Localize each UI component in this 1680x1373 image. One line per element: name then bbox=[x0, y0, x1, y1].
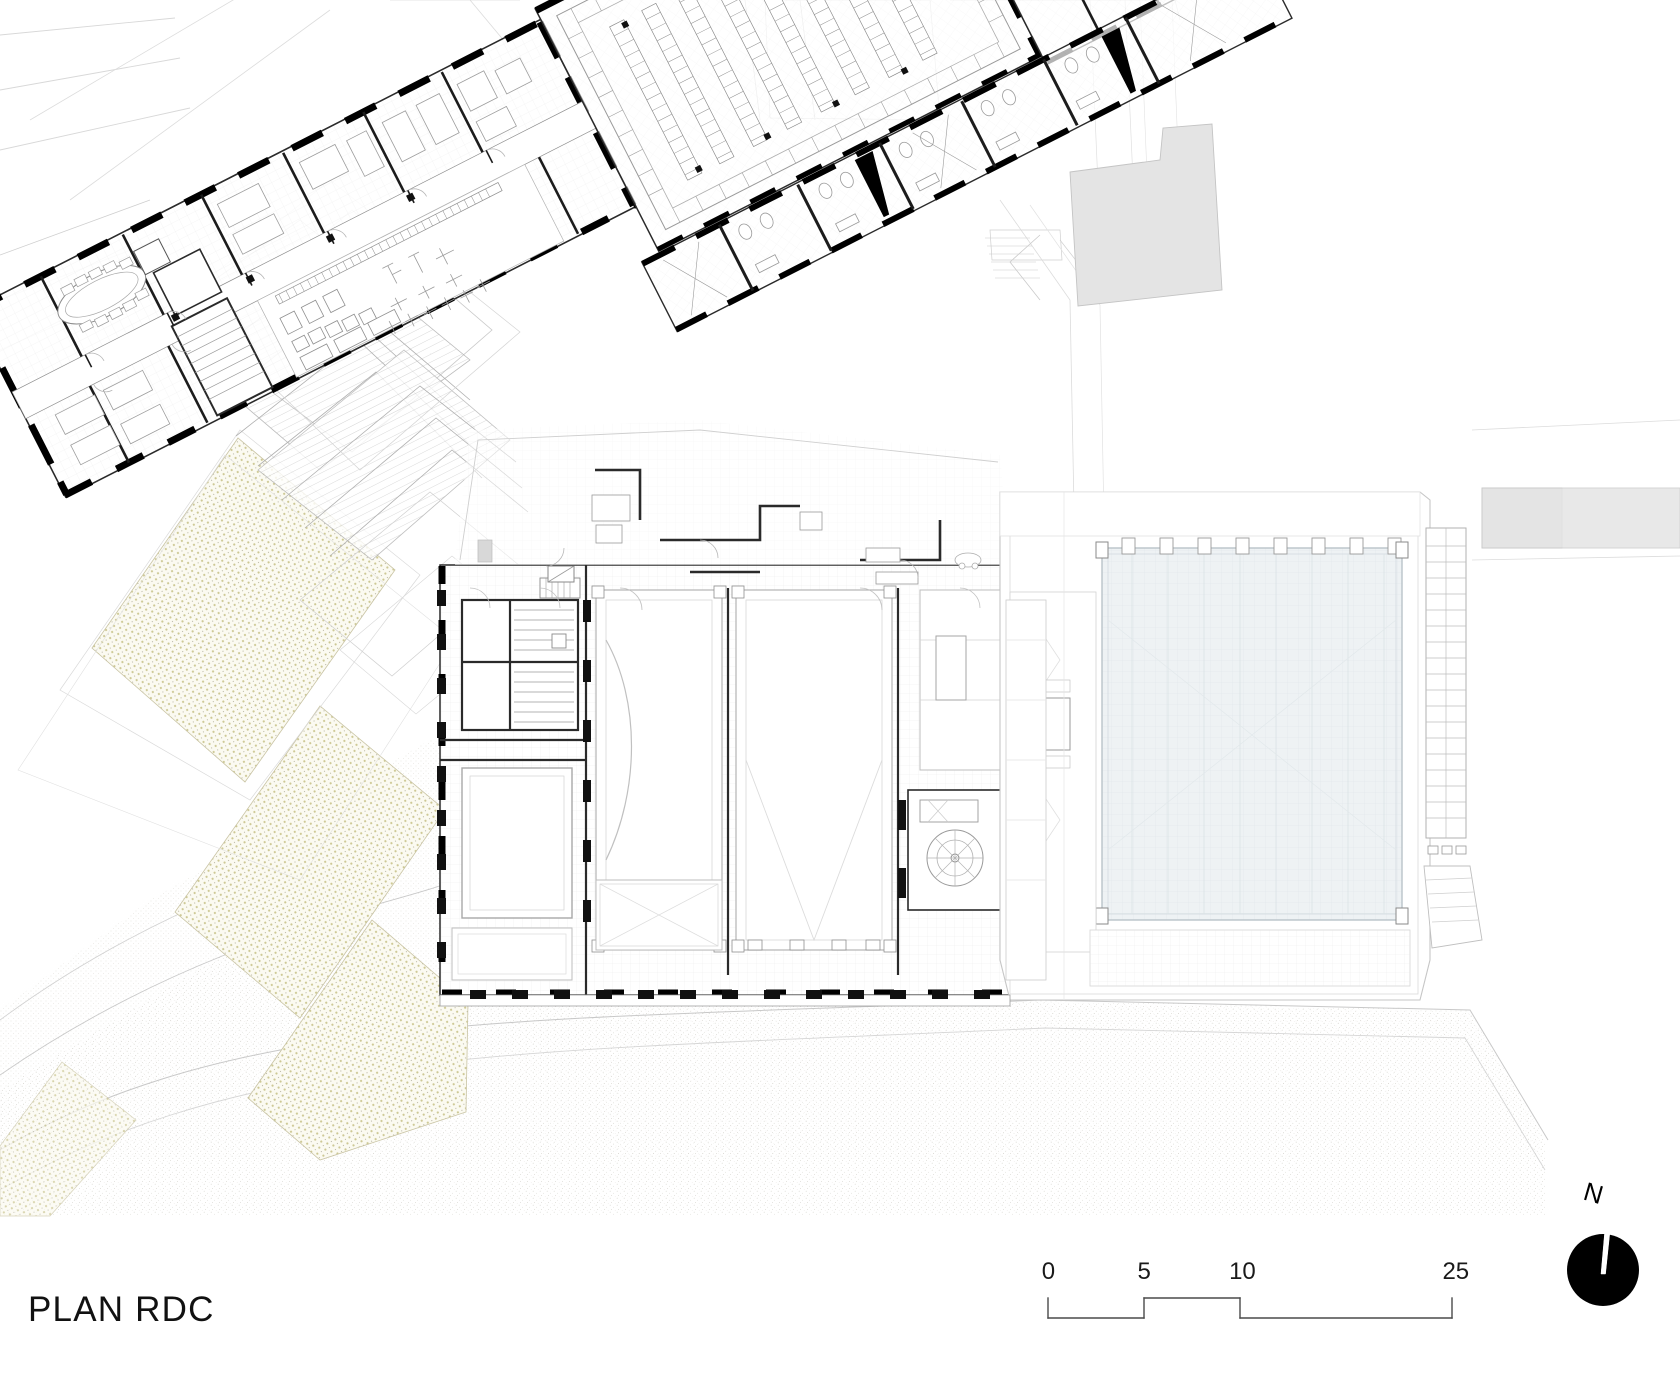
service-core bbox=[460, 577, 581, 732]
rooflight-boxes bbox=[1121, 537, 1402, 555]
sports-hall bbox=[999, 491, 1483, 1001]
neighbour-buildings bbox=[1069, 123, 1680, 549]
library-reading-room bbox=[534, 0, 1043, 253]
plant-room bbox=[907, 789, 1009, 911]
north-arrow-icon bbox=[1567, 1199, 1639, 1306]
workshop-equipment bbox=[256, 163, 565, 378]
north-rotated-wing bbox=[0, 18, 638, 499]
scale-label-10: 10 bbox=[1229, 1258, 1256, 1285]
wing-stair-core bbox=[132, 238, 274, 417]
page-title: PLAN RDC bbox=[28, 1290, 215, 1329]
scale-bar-graphic bbox=[1047, 1297, 1453, 1319]
office-furniture bbox=[54, 57, 533, 466]
reading-desk-rows bbox=[609, 0, 938, 181]
scale-label-5: 5 bbox=[1137, 1258, 1151, 1285]
diagonal-link-strip bbox=[640, 0, 1293, 333]
scale-bar: 0 5 10 25 bbox=[1040, 1258, 1469, 1328]
entrance-hall bbox=[455, 420, 1010, 585]
meeting-room-table bbox=[57, 256, 150, 333]
vehicle-symbol bbox=[954, 552, 982, 570]
planting-beds bbox=[0, 437, 469, 1217]
scale-label-0: 0 bbox=[1041, 1258, 1056, 1285]
east-stair-tower bbox=[1423, 527, 1483, 949]
patio-courtyard bbox=[451, 767, 573, 981]
central-main-block bbox=[438, 564, 1041, 997]
scale-label-25: 25 bbox=[1442, 1258, 1470, 1285]
site-landscape bbox=[0, 0, 1680, 1217]
north-arrow: N bbox=[1560, 1176, 1646, 1308]
link-corridor bbox=[1005, 599, 1047, 981]
